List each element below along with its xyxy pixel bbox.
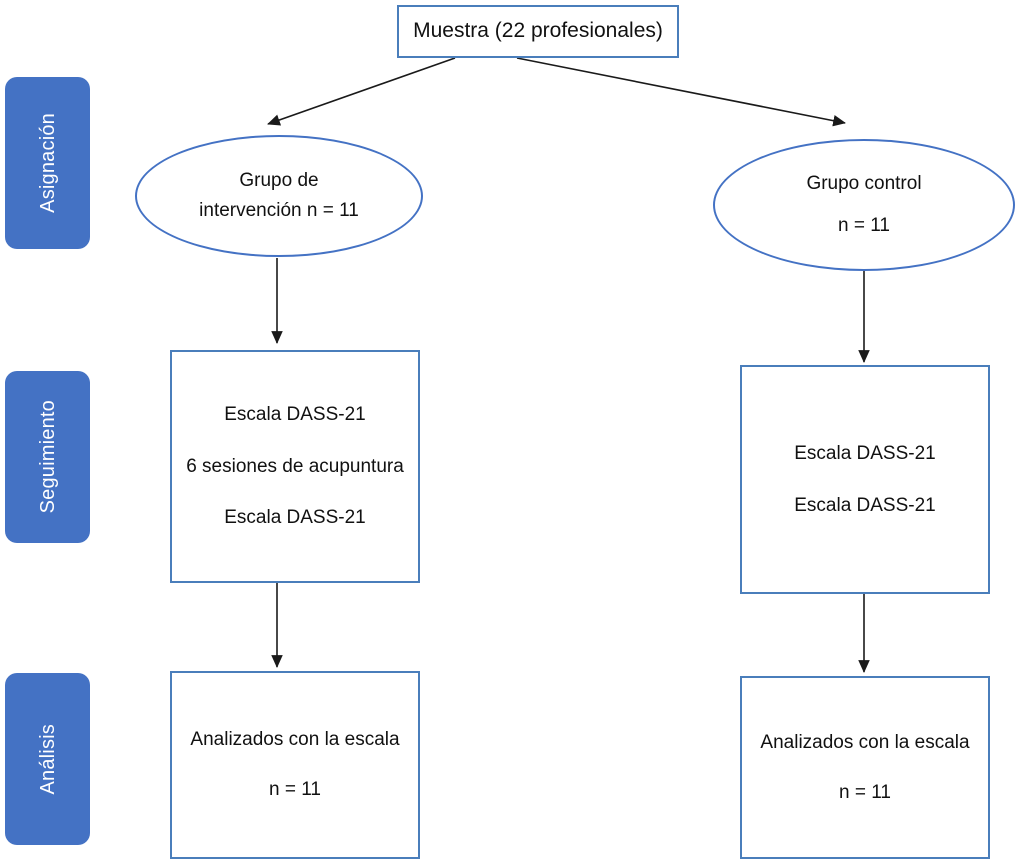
- node-seguimiento-intervencion-line-1: Escala DASS-21: [224, 403, 366, 425]
- node-analisis-intervencion-line-1: Analizados con la escala: [190, 729, 400, 751]
- stage-chip-analisis: Análisis: [5, 673, 90, 845]
- stage-chip-asignacion: Asignación: [5, 77, 90, 249]
- node-analisis-intervencion-line-2: n = 11: [269, 779, 321, 800]
- stage-label-analisis: Análisis: [36, 723, 59, 795]
- node-grupo-control: Grupo control n = 11: [713, 139, 1015, 271]
- arrow-top-to-left-group: [267, 57, 456, 126]
- arrow-top-to-right-group: [516, 57, 846, 127]
- node-analisis-control-line-1: Analizados con la escala: [760, 731, 970, 753]
- node-grupo-intervencion-line-2: intervención n = 11: [199, 200, 359, 221]
- node-grupo-intervencion-line-1: Grupo de: [239, 170, 319, 192]
- node-analisis-control-line-2: n = 11: [839, 781, 891, 803]
- node-grupo-control-line-1: Grupo control: [806, 173, 922, 195]
- node-analisis-control: Analizados con la escala n = 11: [740, 676, 990, 859]
- node-seguimiento-control: Escala DASS-21 Escala DASS-21: [740, 365, 990, 594]
- stage-label-asignacion: Asignación: [36, 113, 59, 213]
- node-muestra-line-1: Muestra (22 profesionales): [413, 19, 663, 43]
- node-seguimiento-intervencion: Escala DASS-21 6 sesiones de acupuntura …: [170, 350, 420, 583]
- node-analisis-intervencion: Analizados con la escala n = 11: [170, 671, 420, 859]
- stage-chip-seguimiento: Seguimiento: [5, 371, 90, 543]
- node-grupo-control-line-2: n = 11: [838, 215, 890, 236]
- node-seguimiento-control-line-1: Escala DASS-21: [794, 442, 936, 464]
- node-grupo-intervencion: Grupo de intervención n = 11: [135, 135, 423, 257]
- stage-label-seguimiento: Seguimiento: [36, 400, 59, 514]
- node-seguimiento-control-line-2: Escala DASS-21: [794, 494, 936, 516]
- node-muestra: Muestra (22 profesionales): [397, 5, 679, 58]
- node-seguimiento-intervencion-line-3: Escala DASS-21: [224, 507, 366, 529]
- node-seguimiento-intervencion-line-2: 6 sesiones de acupuntura: [186, 455, 404, 477]
